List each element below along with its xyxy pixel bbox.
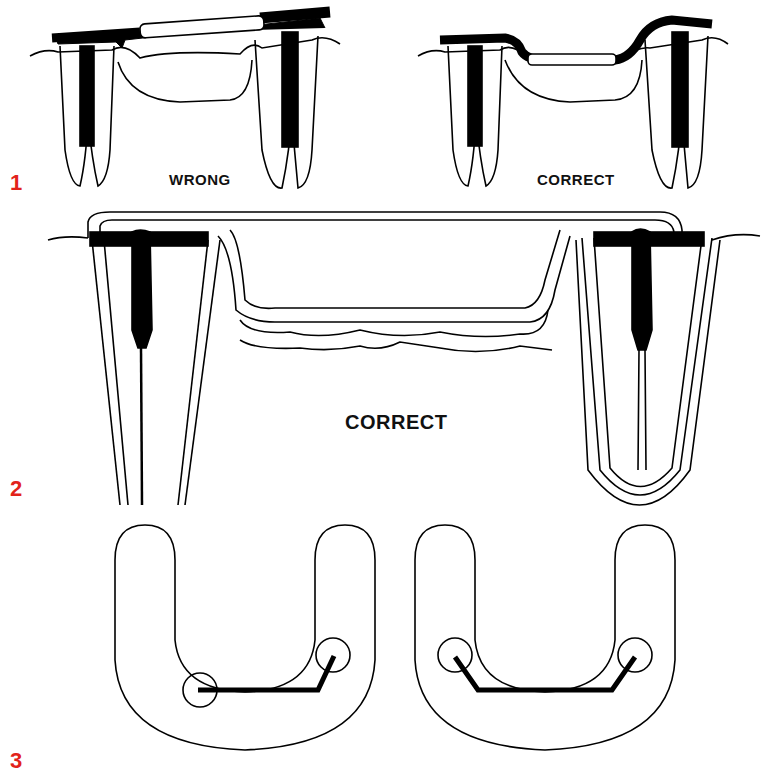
splint-cross-section bbox=[48, 212, 760, 505]
caption-label: CORRECT bbox=[537, 172, 615, 187]
caption-label: CORRECT bbox=[345, 412, 447, 432]
panel-number: 2 bbox=[10, 478, 22, 500]
correct-splint-figure bbox=[418, 20, 728, 188]
caption-label: WRONG bbox=[169, 172, 231, 187]
panel-number: 3 bbox=[10, 750, 22, 772]
panel-number: 1 bbox=[10, 172, 22, 194]
arch-splint-left bbox=[115, 525, 375, 750]
wrong-splint-figure bbox=[30, 12, 340, 188]
arch-splint-right bbox=[415, 525, 675, 750]
